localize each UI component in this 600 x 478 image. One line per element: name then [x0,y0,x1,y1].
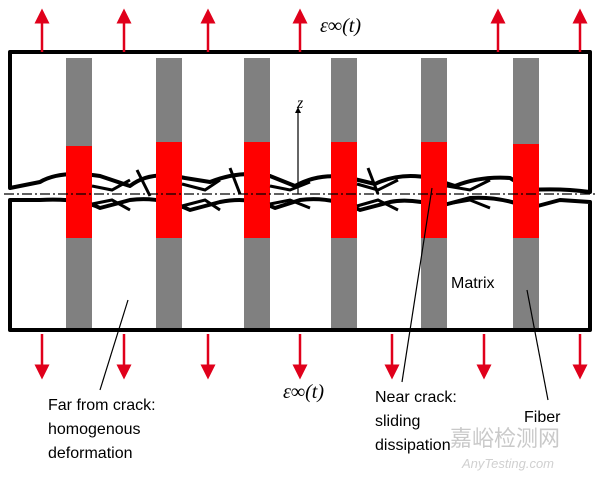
leader-fiber [526,289,549,401]
debonded-segments [66,142,539,238]
fiber-label: Fiber [524,409,561,426]
near-label-line1: Near crack: [375,389,457,406]
debond-4 [331,142,357,238]
far-label-line3: deformation [48,445,133,462]
debond-3 [244,142,270,238]
far-label-line2: homogenous [48,421,141,438]
crack-edges [91,167,491,212]
debond-6 [513,144,539,238]
watermark-cn: 嘉峪检测网 [450,427,560,452]
near-label-line2: sliding [375,413,420,430]
matrix-label: Matrix [451,275,495,292]
bottom-load-arrows [34,334,588,380]
z-axis-label: z [296,95,304,112]
top-load-arrows [34,8,588,52]
debond-2 [156,142,182,238]
debond-5 [421,142,447,238]
strain-label-bottom: ε∞(t) [283,381,324,403]
debond-1 [66,146,92,238]
near-label-line3: dissipation [375,437,451,454]
strain-label-top: ε∞(t) [320,15,361,37]
leader-far [99,299,129,391]
top-matrix-block [8,50,592,194]
leader-lines [99,187,549,401]
bottom-matrix-block [8,195,592,332]
leader-near [401,187,433,383]
far-label-line1: Far from crack: [48,397,156,414]
watermark-en: AnyTesting.com [461,456,554,471]
